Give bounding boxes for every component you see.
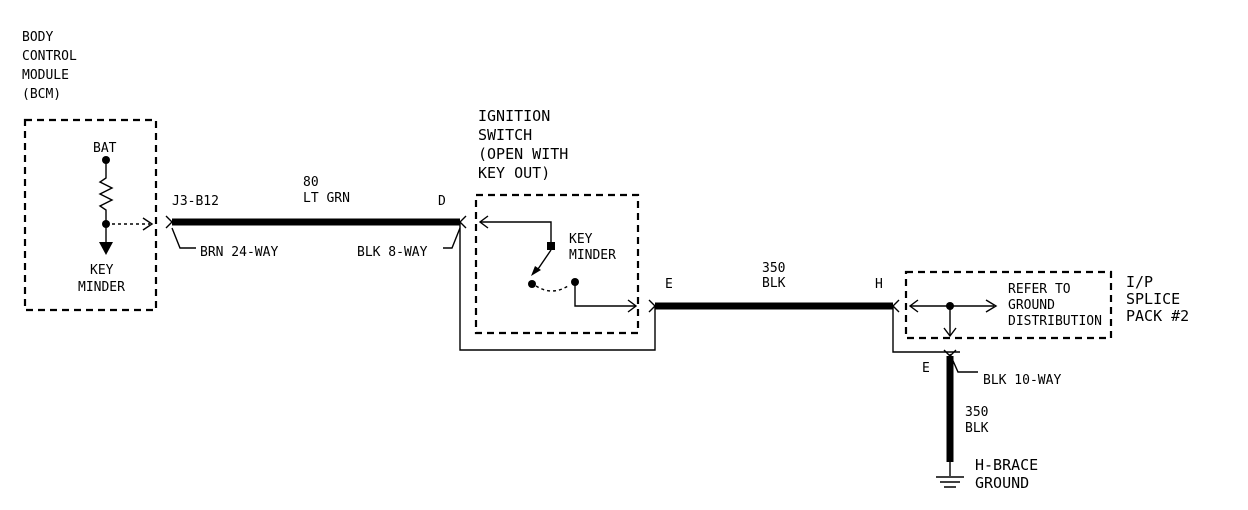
splice-refer-line-1: REFER TO [1008, 282, 1071, 297]
splice-pack-box [904, 270, 1113, 340]
wire-350-down-section: 350 BLK H-BRACE GROUND [936, 349, 1038, 492]
wire-80-terminal-right: D [438, 194, 446, 209]
bcm-section: BODY CONTROL MODULE (BCM) BAT KEY MINDER [22, 30, 158, 312]
wire-350-top-right-connector-icon [892, 299, 900, 313]
ignition-contact-left [528, 280, 536, 288]
splice-title-line-2: SPLICE [1126, 290, 1180, 308]
splice-terminal-label: E [922, 361, 930, 376]
splice-input-arrow-icon [908, 299, 919, 313]
wire-350-down-circuit: 350 [965, 405, 988, 420]
wire-350-down-color: BLK [965, 421, 989, 436]
wire-350-top-left-connector-icon [648, 299, 656, 313]
bcm-title-line-4: (BCM) [22, 87, 61, 102]
wire-350-top-terminal-left: E [665, 277, 673, 292]
bcm-arrow-down-icon [99, 242, 113, 255]
wire-80-right-leader [443, 227, 461, 249]
splice-connector-outline [892, 306, 960, 353]
wire-80-circuit: 80 [303, 175, 319, 190]
splice-title-line-3: PACK #2 [1126, 307, 1189, 325]
ground-label-line-1: H-BRACE [975, 456, 1038, 474]
ignition-connector-outline [459, 222, 656, 351]
ignition-title-line-4: KEY OUT) [478, 164, 550, 182]
wire-80-right-connector-icon [459, 215, 467, 229]
wire-80-left-leader [171, 227, 196, 249]
splice-refer-line-3: DISTRIBUTION [1008, 314, 1102, 329]
ignition-key-minder-line-2: MINDER [569, 248, 616, 263]
bcm-key-minder-line-1: KEY [90, 263, 114, 278]
ground-label-line-2: GROUND [975, 474, 1029, 492]
wire-350-down-connector-icon [943, 349, 957, 357]
wire-80-connector-left: BRN 24-WAY [200, 245, 278, 260]
ignition-title-line-1: IGNITION [478, 107, 550, 125]
bcm-title-line-2: CONTROL [22, 49, 77, 64]
bcm-bat-label: BAT [93, 141, 117, 156]
wire-350-top-terminal-right: H [875, 277, 883, 292]
resistor-symbol [98, 160, 114, 222]
ignition-switch-box [474, 193, 640, 335]
ignition-title-line-2: SWITCH [478, 126, 532, 144]
splice-title-line-1: I/P [1126, 273, 1153, 291]
splice-down-arrow-icon [943, 327, 957, 338]
wire-80-section: J3-B12 80 LT GRN D BRN 24-WAY BLK 8-WAY [165, 175, 467, 260]
bcm-module-box [23, 118, 158, 312]
bcm-title-line-3: MODULE [22, 68, 69, 83]
bcm-output-arrow-icon [142, 217, 154, 231]
wire-80-connector-right: BLK 8-WAY [357, 245, 428, 260]
ignition-key-minder-line-1: KEY [569, 232, 593, 247]
ignition-output-line [574, 282, 636, 307]
ignition-input-arrow-icon [478, 215, 489, 229]
ignition-blade-arrow-icon [531, 266, 541, 276]
ignition-title-line-3: (OPEN WITH [478, 145, 568, 163]
wire-350-top-color: BLK [762, 276, 786, 291]
splice-connector-label: BLK 10-WAY [983, 373, 1061, 388]
splice-refer-arrow-icon [985, 299, 998, 313]
ignition-switch-section: IGNITION SWITCH (OPEN WITH KEY OUT) KEY … [459, 107, 656, 351]
wire-80-terminal-left: J3-B12 [172, 194, 219, 209]
splice-refer-line-2: GROUND [1008, 298, 1055, 313]
ignition-contact-square [547, 242, 555, 250]
bcm-key-minder-line-2: MINDER [78, 280, 125, 295]
splice-pack-section: REFER TO GROUND DISTRIBUTION I/P SPLICE … [892, 270, 1189, 388]
wire-80-left-connector-icon [165, 215, 173, 229]
wire-350-top-circuit: 350 [762, 261, 785, 276]
ground-icon [936, 476, 964, 488]
ignition-output-arrow-icon [627, 299, 638, 313]
wire-350-top-section: E 350 BLK H [648, 261, 900, 313]
wire-80-color: LT GRN [303, 191, 350, 206]
ignition-contact-arc [535, 285, 569, 292]
bcm-title-line-1: BODY [22, 30, 53, 45]
splice-connector-leader [949, 353, 978, 373]
ignition-input-line [480, 221, 552, 246]
